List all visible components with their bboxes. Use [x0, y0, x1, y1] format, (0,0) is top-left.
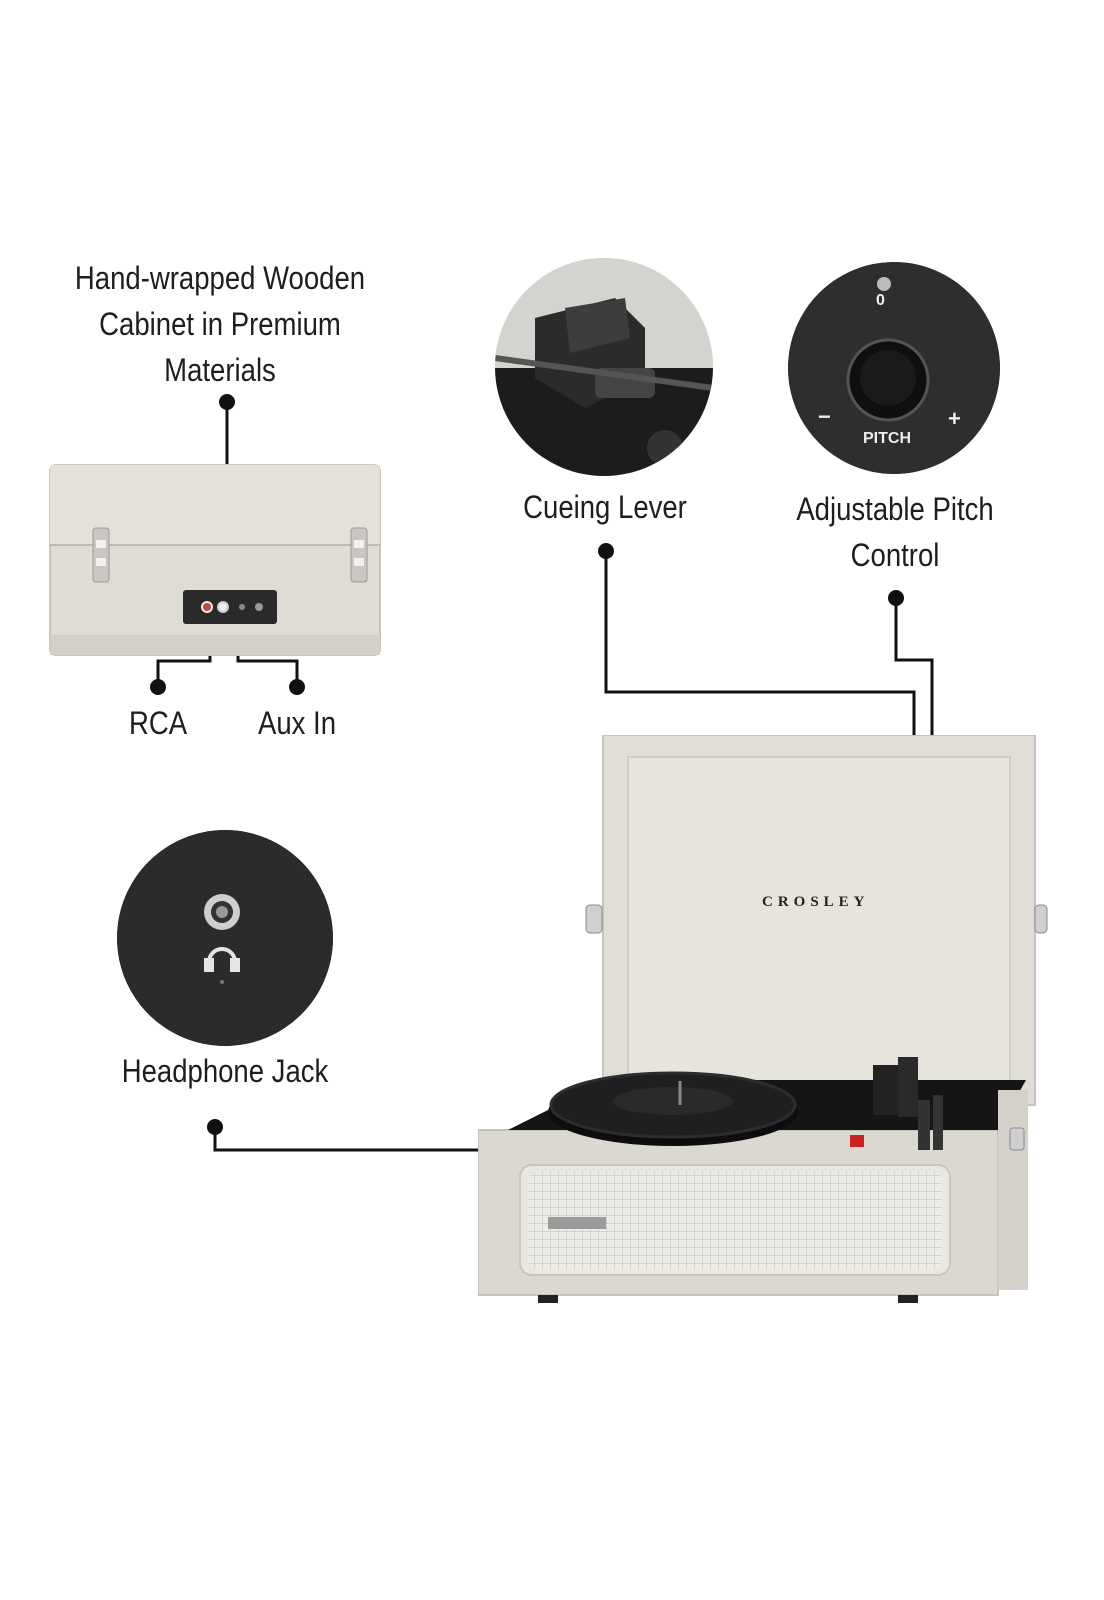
pitch-callout-dot [888, 590, 904, 606]
cueing-callout-dot [598, 543, 614, 559]
pitch-indicator-light [877, 277, 891, 291]
open-turntable [478, 735, 1048, 1303]
pitch-minus-mark: − [818, 404, 831, 429]
pitch-plus-mark: + [948, 406, 961, 431]
pitch-control-closeup: 0 − + PITCH [788, 262, 1000, 474]
headphone-callout-dot [207, 1119, 223, 1135]
hinge-right [350, 527, 368, 583]
headphone-jack-icon [204, 894, 240, 930]
hinge-left [92, 527, 110, 583]
aux-in-label: Aux In [257, 705, 337, 741]
closed-case-back [49, 464, 381, 656]
rca-label: RCA [128, 705, 188, 741]
cueing-lever-closeup [495, 258, 713, 476]
rca-callout-dot [150, 679, 166, 695]
pitch-zero-mark: 0 [876, 292, 885, 309]
aux-callout-dot [289, 679, 305, 695]
headphone-jack-closeup [117, 830, 333, 1046]
headphone-icon [204, 947, 240, 972]
cabinet-label: Hand-wrapped Wooden Cabinet in Premium M… [74, 260, 366, 388]
pitch-caption: PITCH [863, 430, 911, 447]
brand-logo: CROSLEY [762, 894, 870, 910]
pitch-control-label: Adjustable Pitch Control [796, 491, 994, 573]
headphone-jack-label: Headphone Jack [121, 1053, 329, 1089]
cueing-lever-label: Cueing Lever [523, 489, 687, 525]
cabinet-callout-dot [219, 394, 235, 410]
